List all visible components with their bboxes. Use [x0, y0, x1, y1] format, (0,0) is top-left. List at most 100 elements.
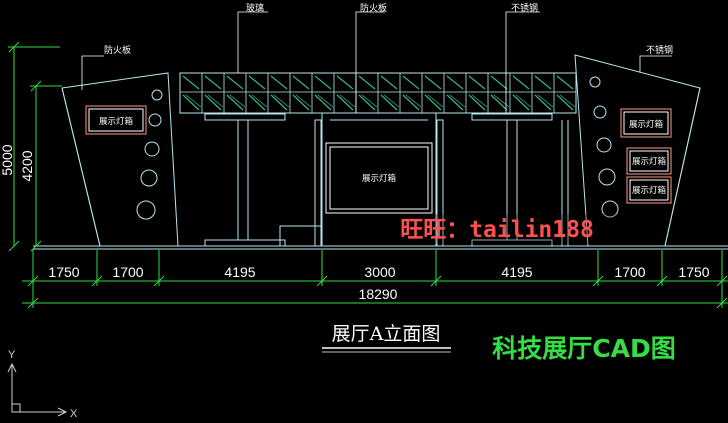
- canopy-glass-stroke: [317, 94, 334, 108]
- canopy-glass-stroke: [339, 94, 356, 108]
- right-wing-circle: [598, 168, 616, 186]
- canopy-glass-stroke: [402, 94, 420, 111]
- hdim-1700-right: 1700: [614, 264, 645, 280]
- canopy-glass-stroke: [204, 94, 222, 111]
- left-column: [237, 119, 249, 241]
- left-wing-circle: [136, 200, 156, 220]
- hdim-tick: [27, 297, 39, 309]
- canopy-glass-stroke: [556, 94, 574, 111]
- ucs-x-label: X: [70, 408, 78, 420]
- lightbox-right-middle-label: 展示灯箱: [632, 156, 667, 167]
- leader-lines: [81, 11, 672, 113]
- vdim-tick: [8, 240, 20, 252]
- canopy-glass-stroke: [251, 94, 268, 108]
- hdim-4195-left: 4195: [224, 264, 255, 280]
- hdim-tick: [153, 275, 165, 287]
- canopy-glass-stroke: [295, 94, 312, 108]
- canopy-glass-stroke: [537, 94, 554, 108]
- canopy-glass-stroke: [380, 94, 398, 111]
- leader-fireproof-top: [355, 11, 385, 113]
- canopy-glass-stroke: [493, 94, 510, 108]
- canopy-glass-stroke: [314, 94, 332, 111]
- lightbox-center-inner: [329, 146, 429, 210]
- canopy-glass-stroke: [229, 94, 246, 108]
- canopy-glazing: [179, 73, 577, 113]
- canopy-glass-stroke: [314, 75, 332, 90]
- hdim-total-18290: 18290: [359, 286, 398, 302]
- canopy-glass-stroke: [182, 75, 200, 90]
- central-wall-trim: [314, 119, 322, 247]
- ucs-y-arrow: [7, 362, 17, 373]
- hdim-tick: [91, 275, 103, 287]
- hdim-tick: [316, 275, 328, 287]
- vdim-tick: [8, 41, 20, 53]
- canopy-glass-stroke: [402, 75, 420, 90]
- ucs-y-label: Y: [8, 349, 16, 361]
- ucs-axis-icon: [7, 362, 68, 417]
- lightbox-center-label: 展示灯箱: [362, 173, 397, 184]
- vdim-tick: [30, 240, 42, 252]
- canopy-glass-stroke: [292, 75, 310, 90]
- canopy-glass-stroke: [427, 94, 444, 108]
- hdim-tick: [592, 275, 604, 287]
- canopy-glass-stroke: [424, 94, 442, 111]
- central-step: [279, 225, 323, 247]
- leader-glass: [237, 11, 268, 73]
- lightbox-right-bottom-label: 展示灯箱: [632, 185, 667, 196]
- drawing-title: 展厅A立面图: [332, 323, 441, 345]
- label-fireproof-top: 防火板: [360, 2, 387, 14]
- canopy-glass-stroke: [468, 75, 486, 90]
- lightbox-right-top-label: 展示灯箱: [629, 119, 664, 130]
- left-wing-circle: [151, 89, 163, 101]
- lightbox-left-inner: [88, 108, 144, 132]
- left-wing-circle: [148, 113, 162, 127]
- lightbox-center-outer: [325, 142, 433, 214]
- canopy-glass-stroke: [449, 94, 466, 108]
- lightbox-right-mid-outer: [626, 147, 672, 175]
- lightbox-right-bottom-inner: [629, 179, 669, 201]
- label-fireproof-left: 防火板: [104, 44, 131, 56]
- leader-stainless-right: [639, 55, 672, 72]
- central-wall-outline: [321, 112, 437, 246]
- canopy-glass-stroke: [270, 94, 288, 111]
- left-wing-inner-edge: [61, 87, 101, 247]
- canopy-glass-stroke: [534, 75, 552, 90]
- vdim-5000: 5000: [0, 144, 15, 175]
- left-column-base: [204, 239, 286, 247]
- subtitle: 科技展厅CAD图: [492, 334, 675, 363]
- canopy-glass-stroke: [185, 94, 202, 108]
- hdim-tick: [430, 275, 442, 287]
- canopy-glass-stroke: [358, 94, 376, 111]
- canopy-glass-stroke: [292, 94, 310, 111]
- ucs-x-arrow: [57, 407, 68, 417]
- watermark-backdrop: [360, 214, 634, 244]
- lightbox-group: [85, 105, 672, 214]
- canopy-glass-stroke: [534, 94, 552, 111]
- lightbox-right-top-outer: [620, 108, 672, 138]
- canopy-glass-stroke: [405, 94, 422, 108]
- lightbox-left-label: 展示灯箱: [99, 116, 134, 127]
- canopy-glass-stroke: [182, 94, 200, 111]
- hdim-tick: [716, 275, 728, 287]
- canopy-glass-stroke: [273, 94, 290, 108]
- label-stainless: 不锈钢: [511, 2, 538, 14]
- lightbox-right-mid-inner: [629, 150, 669, 172]
- lightbox-left-outer: [85, 105, 147, 135]
- canopy-glass-stroke: [270, 75, 288, 90]
- canopy-glass-stroke: [556, 75, 574, 90]
- leader-fireproof-left: [81, 55, 104, 90]
- canopy-glass-stroke: [490, 94, 508, 111]
- canopy-glass-stroke: [207, 94, 224, 108]
- right-wing-circle: [601, 200, 619, 218]
- canopy-glass-stroke: [358, 75, 376, 90]
- canopy-glass-stroke: [248, 94, 266, 111]
- right-column-cap: [471, 113, 553, 121]
- canopy-glass-stroke: [226, 94, 244, 111]
- central-wall-trim-right: [436, 119, 444, 247]
- hdim-tick: [656, 275, 668, 287]
- canopy-glass-stroke: [490, 75, 508, 90]
- canopy-glass-stroke: [512, 94, 530, 111]
- label-glass: 玻璃: [246, 2, 264, 14]
- right-wing-inner-edge: [664, 87, 701, 247]
